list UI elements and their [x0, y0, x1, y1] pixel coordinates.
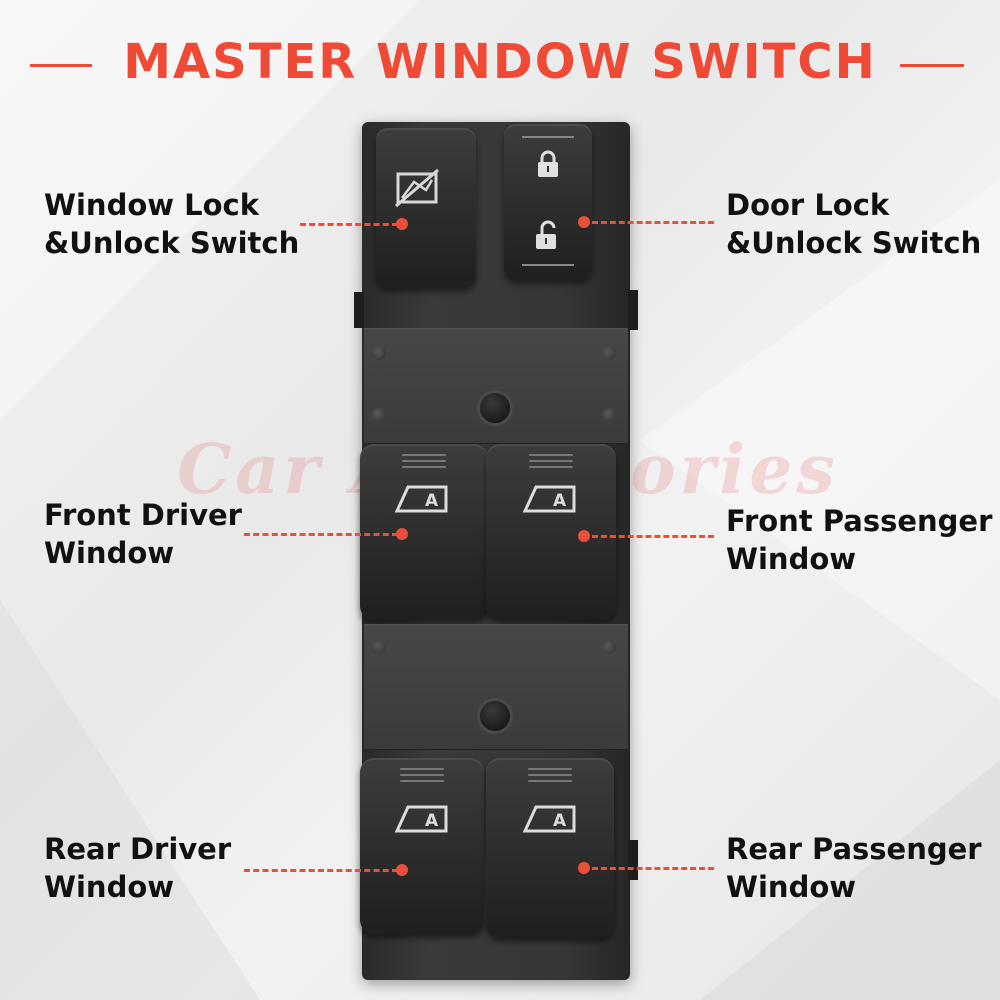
- grip-lines: [529, 454, 573, 468]
- front-driver-window-switch[interactable]: A: [360, 444, 488, 620]
- marker-window-lock: [396, 218, 408, 230]
- auto-window-icon: A: [394, 485, 448, 513]
- page-title: MASTER WINDOW SWITCH: [123, 34, 877, 90]
- screw: [372, 408, 386, 422]
- marker-front-passenger: [578, 530, 590, 542]
- leader-door-lock: [592, 221, 714, 224]
- auto-window-icon: A: [394, 805, 448, 833]
- callout-rear-passenger-line2: Window: [726, 870, 857, 904]
- leader-rear-passenger: [592, 867, 714, 870]
- callout-front-passenger-line1: Front Passenger: [726, 504, 993, 538]
- callout-door-lock-line1: Door Lock: [726, 188, 890, 222]
- door-lock-switch[interactable]: [504, 124, 592, 280]
- leader-front-passenger: [592, 535, 714, 538]
- marker-door-lock: [578, 216, 590, 228]
- callout-door-lock-line2: &Unlock Switch: [726, 226, 982, 260]
- screw: [602, 408, 616, 422]
- mounting-plate-upper: [364, 328, 628, 444]
- auto-letter: A: [425, 491, 439, 511]
- leader-rear-driver: [244, 869, 398, 872]
- marker-rear-passenger: [578, 862, 590, 874]
- window-lock-icon: [395, 168, 439, 208]
- leader-window-lock: [300, 223, 398, 226]
- callout-front-driver-line2: Window: [44, 536, 175, 570]
- grip-lines: [528, 768, 572, 782]
- callout-front-passenger: Front Passenger Window: [726, 502, 992, 578]
- callout-door-lock: Door Lock &Unlock Switch: [726, 186, 981, 262]
- mounting-knob-upper: [477, 390, 513, 426]
- callout-front-driver-line1: Front Driver: [44, 498, 242, 532]
- callout-window-lock-line1: Window Lock: [44, 188, 260, 222]
- panel-clip-right: [628, 290, 638, 330]
- mounting-knob-lower: [477, 698, 513, 734]
- screw: [602, 640, 616, 654]
- auto-letter: A: [425, 811, 439, 831]
- title-rule-left: [30, 64, 92, 67]
- marker-front-driver: [396, 528, 408, 540]
- title-rule-right: [900, 64, 964, 67]
- callout-window-lock: Window Lock &Unlock Switch: [44, 186, 299, 262]
- window-lock-switch[interactable]: [376, 128, 476, 288]
- padlock-unlocked-icon: [536, 220, 556, 249]
- auto-letter: A: [553, 491, 567, 511]
- panel-clip-right-lower: [628, 840, 638, 880]
- padlock-locked-icon: [538, 150, 558, 177]
- master-window-switch: A A A A: [354, 122, 638, 980]
- panel-clip-left: [354, 292, 364, 328]
- callout-rear-driver-line2: Window: [44, 870, 175, 904]
- callout-rear-driver-line1: Rear Driver: [44, 832, 232, 866]
- rear-passenger-window-switch[interactable]: A: [486, 758, 614, 938]
- front-passenger-window-switch[interactable]: A: [486, 444, 616, 620]
- callout-front-driver: Front Driver Window: [44, 496, 242, 572]
- callout-window-lock-line2: &Unlock Switch: [44, 226, 300, 260]
- rear-driver-window-switch[interactable]: A: [360, 758, 484, 934]
- callout-rear-passenger-line1: Rear Passenger: [726, 832, 982, 866]
- title-bar: MASTER WINDOW SWITCH: [0, 28, 1000, 100]
- callout-rear-passenger: Rear Passenger Window: [726, 830, 982, 906]
- screw: [372, 640, 386, 654]
- leader-front-driver: [244, 533, 398, 536]
- grip-lines: [400, 768, 444, 782]
- callout-front-passenger-line2: Window: [726, 542, 857, 576]
- screw: [602, 346, 616, 360]
- marker-rear-driver: [396, 864, 408, 876]
- grip-lines: [402, 454, 446, 468]
- door-lock-grip-bottom: [522, 264, 574, 266]
- auto-window-icon: A: [522, 805, 576, 833]
- callout-rear-driver: Rear Driver Window: [44, 830, 231, 906]
- auto-letter: A: [553, 811, 567, 831]
- auto-window-icon: A: [522, 485, 576, 513]
- screw: [372, 346, 386, 360]
- door-lock-grip-top: [522, 136, 574, 138]
